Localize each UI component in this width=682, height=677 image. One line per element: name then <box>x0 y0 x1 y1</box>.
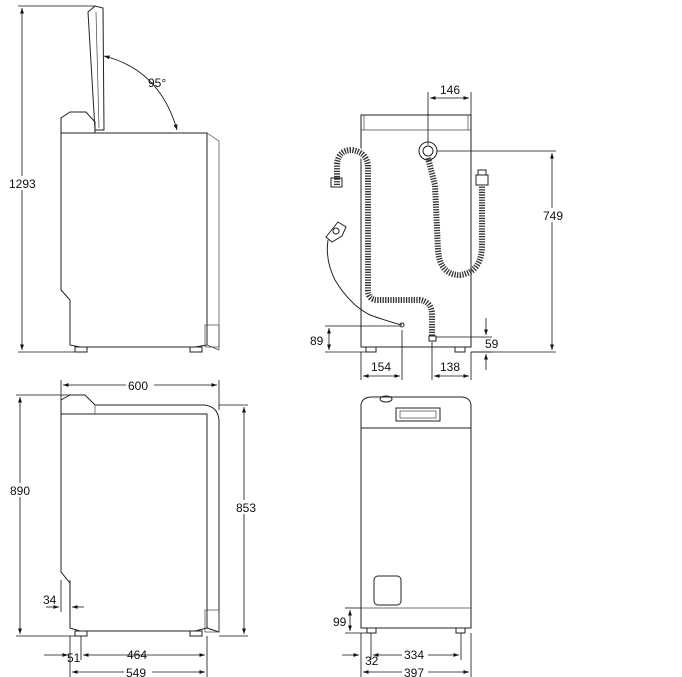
plinth-height-label: 99 <box>333 615 347 629</box>
rear-right-offset-label: 138 <box>440 360 460 374</box>
depth-label: 600 <box>128 379 148 393</box>
side-view-lid-open: 95° 1293 <box>8 5 220 353</box>
rear-view: 146 749 89 59 154 138 <box>310 83 566 380</box>
foot-offset-label: 51 <box>67 651 81 665</box>
width-label: 397 <box>404 666 424 677</box>
total-depth-label: 549 <box>126 666 146 677</box>
rear-left-offset-label: 154 <box>371 360 391 374</box>
rear-height-label: 749 <box>543 209 563 223</box>
lid-angle-label: 95° <box>148 76 166 90</box>
drain-height-label: 89 <box>310 334 324 348</box>
side-view-closed: 600 890 853 34 51 464 549 <box>8 378 260 677</box>
body-height-label: 853 <box>236 501 256 515</box>
rear-width-label: 146 <box>440 83 460 97</box>
front-view: 99 32 334 397 <box>333 395 472 677</box>
foot-spacing-width-label: 334 <box>404 648 424 662</box>
front-foot-offset-label: 32 <box>365 654 379 668</box>
hose-height-label: 59 <box>485 337 499 351</box>
toe-height-label: 34 <box>43 593 57 607</box>
total-height-lid-open-label: 1293 <box>9 177 36 191</box>
height-label: 890 <box>10 484 30 498</box>
foot-spacing-depth-label: 464 <box>127 648 147 662</box>
